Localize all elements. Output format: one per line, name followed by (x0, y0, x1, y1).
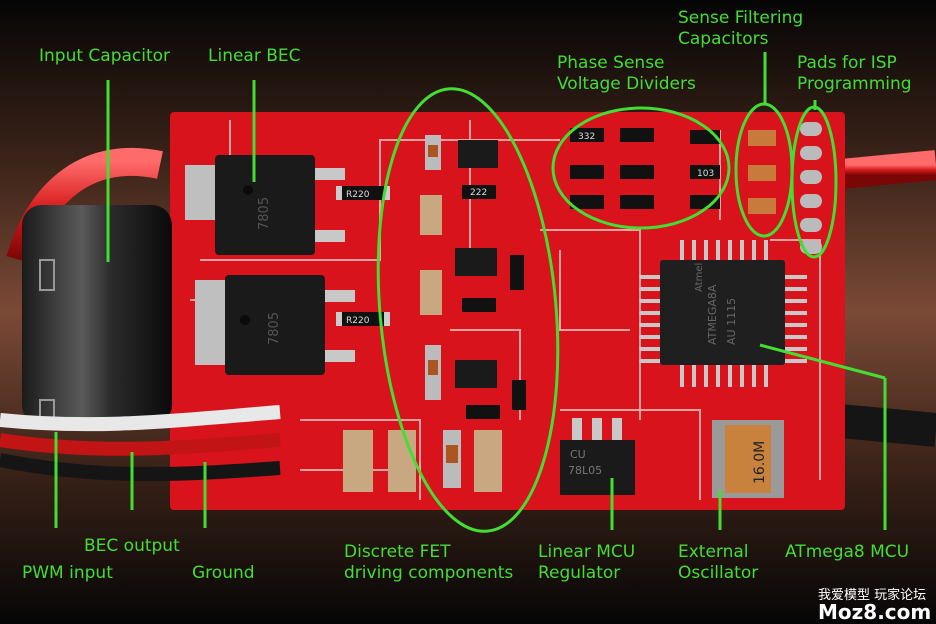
label-bec-output: BEC output (84, 536, 180, 556)
reg1-marking: 7805 (257, 197, 272, 230)
label-mcu-regulator-1: Linear MCU (538, 542, 636, 562)
label-sense-filter-2: Capacitors (678, 29, 769, 49)
bec-regulator-2 (195, 275, 355, 375)
reg2-marking: 7805 (267, 312, 282, 345)
r222-marking: 222 (470, 188, 487, 198)
resistor-r220-top (336, 186, 390, 200)
chip-marking-1: Atmel (694, 263, 705, 292)
mcu-regulator (560, 418, 635, 495)
fet-drive-components (343, 135, 526, 492)
label-input-capacitor: Input Capacitor (39, 46, 171, 66)
crystal-oscillator (712, 420, 784, 498)
label-pwm-input: PWM input (22, 563, 113, 583)
crystal-marking: 16.0M (752, 441, 768, 484)
r103-marking: 103 (697, 169, 714, 179)
label-phase-sense-2: Voltage Dividers (557, 74, 696, 94)
r-mid-marking: R220 (346, 316, 370, 326)
r-top-marking: R220 (346, 190, 370, 200)
label-isp-pads-2: Programming (797, 74, 912, 94)
label-sense-filter-1: Sense Filtering (678, 8, 804, 28)
label-mcu-regulator-2: Regulator (538, 563, 621, 583)
label-isp-pads-1: Pads for ISP (797, 53, 897, 73)
chip-marking-3: AU 1115 (725, 298, 738, 345)
signal-wires (0, 405, 281, 482)
resistor-r220-mid (336, 312, 390, 326)
label-atmega-mcu: ATmega8 MCU (785, 542, 910, 562)
watermark-line2: Moz8.com (818, 600, 932, 624)
r332-marking: 332 (578, 132, 595, 142)
reg-small-code: CU (570, 448, 586, 461)
label-fet-driving-2: driving components (344, 563, 514, 583)
atmega8-chip (640, 240, 807, 387)
chip-marking-2: ATMEGA8A (706, 284, 719, 345)
annotation-leaders (54, 52, 887, 530)
label-linear-bec: Linear BEC (208, 46, 301, 66)
watermark-line1: 我爱模型 玩家论坛 (818, 588, 927, 603)
label-oscillator-2: Oscillator (678, 563, 759, 583)
phase-sense-resistors (570, 128, 720, 209)
input-capacitor (22, 205, 172, 425)
label-phase-sense-1: Phase Sense (557, 53, 665, 73)
label-fet-driving-1: Discrete FET (344, 542, 451, 562)
bec-regulator-1 (185, 155, 345, 255)
label-oscillator-1: External (678, 542, 749, 562)
sense-filter-capacitors (748, 130, 776, 214)
reg-small-marking: 78L05 (568, 464, 602, 477)
label-ground: Ground (192, 563, 255, 583)
